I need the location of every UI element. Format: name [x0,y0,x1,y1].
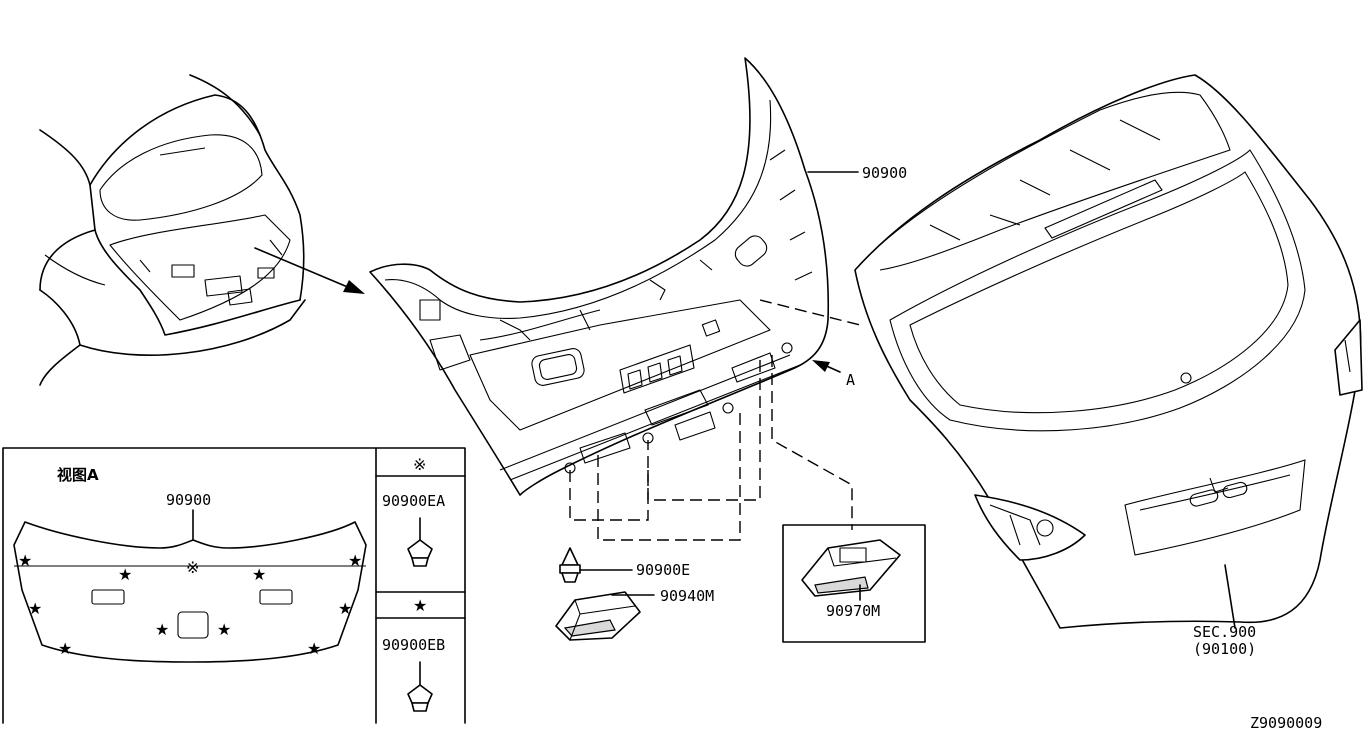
legend-90900eb: 90900EB [382,636,445,654]
star-mark: ★ [217,620,231,639]
star-mark: ★ [28,599,42,618]
label-90940m: 90940M [660,587,714,605]
legend-kome-symbol: ※ [413,455,426,474]
kome-mark: ※ [186,558,199,577]
star-mark: ★ [18,551,32,570]
licence-lamp-90940m: 90940M [555,587,714,641]
label-sec-900: SEC.900 [1193,623,1256,641]
dashed-leaders [569,299,861,541]
vehicle-overview [39,74,365,386]
star-mark: ★ [338,599,352,618]
star-mark: ★ [58,639,72,658]
star-mark: ★ [118,565,132,584]
lamp-box-90970m: 90970M [782,524,926,643]
label-90900: 90900 [862,164,907,182]
label-90970m: 90970M [826,602,880,620]
star-mark: ★ [155,620,169,639]
star-mark: ★ [307,639,321,658]
view-a-title: 视图A [57,466,99,484]
clip-90900e: 90900E [559,547,690,583]
legend-star-symbol: ★ [413,596,427,615]
label-90900e: 90900E [636,561,690,579]
back-door: SEC.900 (90100) [854,74,1363,658]
trim-panel: 90900 A [369,57,907,496]
label-view-a: A [846,371,855,389]
legend-90900ea: 90900EA [382,492,445,510]
star-mark: ★ [348,551,362,570]
star-mark: ★ [252,565,266,584]
label-sec-90100: (90100) [1193,640,1256,658]
diagram-id: Z9090009 [1250,714,1322,732]
legend: ※ 90900EA ★ 90900EB [375,455,466,712]
view-a-part-label: 90900 [166,491,211,509]
view-a-box: 视图A 90900 ★ ★ ※ ★ ★ ★ ★ ★ ★ ★ ★ [2,447,466,724]
